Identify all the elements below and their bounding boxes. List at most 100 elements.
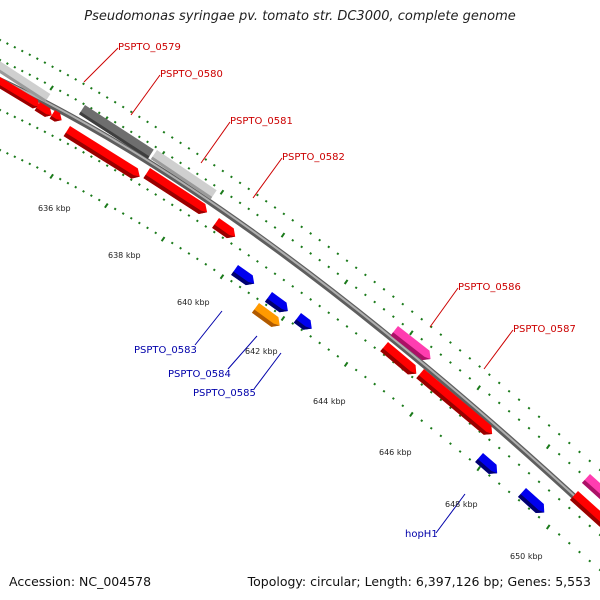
track-dot — [345, 325, 349, 328]
tick-label: 648 kbp — [445, 500, 478, 509]
gene-label-PSPTO_0581[interactable]: PSPTO_0581 — [230, 116, 293, 127]
track-dot — [273, 272, 277, 276]
track-dot — [247, 253, 251, 257]
gene-label-PSPTO_0580[interactable]: PSPTO_0580 — [160, 69, 223, 80]
track-dot — [578, 515, 581, 519]
track-dot — [264, 219, 268, 223]
track-dot — [264, 199, 268, 203]
track-dot — [354, 332, 358, 335]
feature-bar-dark-grey[interactable] — [79, 105, 154, 159]
track-dot — [507, 490, 511, 494]
track-dot — [364, 339, 367, 342]
track-dot — [179, 161, 182, 165]
track-dot-rings — [0, 38, 600, 572]
track-dot — [82, 82, 85, 86]
track-dot — [20, 119, 24, 122]
track-dot — [343, 279, 349, 285]
cds-arrow-edge[interactable] — [569, 491, 600, 531]
track-dot — [43, 169, 47, 173]
track-dot — [129, 216, 133, 220]
track-dot — [264, 303, 268, 307]
track-dot — [170, 203, 174, 207]
track-dot — [557, 533, 561, 536]
cds-arrow-small-1[interactable] — [34, 102, 55, 119]
track-dot — [66, 93, 70, 97]
track-dot — [51, 65, 54, 69]
track-dot — [409, 330, 414, 336]
cds-arrow-blue-edge[interactable] — [517, 488, 548, 517]
track-dot — [449, 341, 452, 344]
track-dot — [497, 381, 501, 385]
feature-bar-grey-1[interactable] — [0, 58, 51, 103]
track-dot — [187, 166, 191, 170]
cds-arrow-blue-small[interactable] — [293, 313, 316, 333]
gene-label-PSPTO_0585[interactable]: PSPTO_0585 — [193, 388, 256, 399]
track-dot — [195, 219, 199, 223]
track-dot — [409, 411, 414, 418]
cds-arrow-hopH1[interactable] — [475, 453, 501, 478]
track-dot — [204, 158, 208, 161]
track-dot — [170, 241, 174, 245]
track-dot — [74, 78, 78, 81]
track-dot — [170, 156, 174, 159]
track-dot — [35, 166, 39, 169]
track-dot — [273, 206, 277, 209]
track-dot — [74, 185, 78, 189]
feature-bar-grey-2[interactable] — [150, 150, 217, 200]
cds-arrow-small-2[interactable] — [49, 110, 65, 124]
cds-arrow-PSPTO_0582[interactable] — [212, 218, 239, 242]
track-dot — [219, 189, 225, 195]
cds-arrow-PSPTO_0587a[interactable] — [380, 342, 420, 378]
track-dot — [195, 152, 199, 156]
gene-label-hopH1[interactable]: hopH1 — [405, 529, 438, 540]
track-dot — [104, 203, 109, 209]
track-dot — [527, 507, 531, 511]
track-dot — [487, 393, 491, 397]
track-dot — [420, 317, 424, 321]
track-dot — [154, 145, 158, 149]
track-dot — [291, 285, 295, 288]
cds-arrow-PSPTO_0581[interactable] — [143, 168, 210, 217]
gene-label-PSPTO_0582[interactable]: PSPTO_0582 — [282, 152, 345, 163]
cds-arrow-PSPTO_0580[interactable] — [63, 126, 143, 182]
track-dot — [113, 100, 117, 104]
track-dot — [327, 245, 331, 249]
track-dot — [146, 140, 149, 144]
track-dot — [458, 450, 462, 453]
track-dot — [121, 105, 125, 109]
cds-arrow-PSPTO_0584[interactable] — [251, 303, 283, 330]
gene-label-PSPTO_0583[interactable]: PSPTO_0583 — [134, 345, 197, 356]
track-dot — [309, 232, 313, 235]
cds-arrow-PSPTO_0587[interactable] — [416, 369, 496, 439]
track-dot — [537, 480, 541, 484]
accession-text: Accession: NC_004578 — [9, 574, 152, 589]
track-dot — [468, 357, 472, 360]
gene-label-PSPTO_0586[interactable]: PSPTO_0586 — [458, 282, 521, 293]
gene-label-PSPTO_0579[interactable]: PSPTO_0579 — [118, 42, 181, 53]
track-dot — [146, 120, 149, 124]
track-dot — [49, 85, 54, 91]
track-dot — [527, 406, 531, 410]
cds-arrow-PSPTO_0583[interactable] — [231, 265, 258, 289]
track-dot — [82, 102, 85, 106]
track-dot — [373, 280, 377, 284]
track-dot — [230, 195, 233, 199]
track-dot — [256, 193, 259, 197]
track-dot — [256, 297, 259, 301]
cds-arrow-PSPTO_0579[interactable] — [0, 74, 42, 111]
gene-label-PSPTO_0587[interactable]: PSPTO_0587 — [513, 324, 576, 335]
track-dot — [336, 252, 340, 256]
track-dot — [420, 383, 424, 386]
cds-bar-PSPTO_0586[interactable] — [390, 326, 435, 364]
track-dot — [43, 61, 47, 65]
track-dot — [598, 468, 600, 472]
cds-bar-pink-edge[interactable] — [581, 474, 600, 503]
track-dot — [373, 300, 377, 304]
track-dot — [129, 110, 133, 114]
gene-label-PSPTO_0584[interactable]: PSPTO_0584 — [168, 369, 231, 380]
track-dot — [58, 69, 62, 73]
tick-label: 642 kbp — [245, 347, 278, 356]
track-dot — [336, 354, 340, 358]
cds-arrow-PSPTO_0585[interactable] — [264, 292, 291, 316]
